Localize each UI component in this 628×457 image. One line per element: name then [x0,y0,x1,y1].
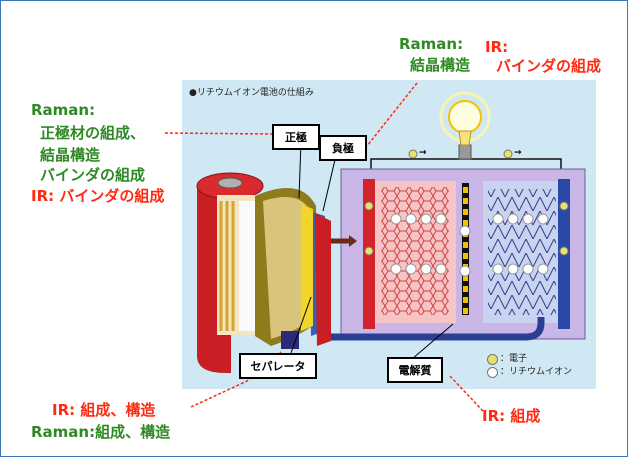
light-bulb-icon [439,91,491,146]
electrolyte-label: 電解質 [387,357,443,383]
left-raman-line1: 正極材の組成、 [40,124,146,142]
legend: ：電子 ：リチウムイオン [487,353,572,379]
pointer-negative [322,150,338,212]
electron-flow-right: e → [514,148,522,158]
top-raman-title: Raman: [399,35,464,53]
separator-label: セパレータ [239,353,317,379]
positive-electrode-label: 正極 [272,124,320,150]
cylindrical-battery [196,172,331,373]
left-raman-title: Raman: [31,101,96,119]
separator-membrane [462,183,469,315]
pointer-positive [298,140,302,199]
legend-electron: ：電子 [487,353,572,366]
lithium-ions [390,213,549,277]
electron-markers [364,201,569,256]
pointer-electrolyte [411,323,454,360]
bottom-raman-text: Raman:組成、構造 [31,423,171,441]
left-raman-line2: 結晶構造 [40,146,101,164]
electrolyte-ir-text: IR: 組成 [482,407,541,425]
leader-electrolyte [448,374,484,412]
top-ir-text: バインダの組成 [496,57,602,75]
left-ir-text: IR: バインダの組成 [31,187,165,205]
leader-top [366,82,418,147]
legend-ion: ：リチウムイオン [487,366,572,379]
electron-flow-left: e → [419,148,427,158]
negative-electrode-label: 負極 [319,135,367,161]
top-raman-text: 結晶構造 [410,56,471,74]
top-ir-title: IR: [485,38,509,56]
electron-icon [487,354,498,365]
pointer-separator [290,296,312,354]
return-conduit [331,317,545,341]
bottom-ir-text: IR: 組成、構造 [52,401,156,419]
left-raman-line3: バインダの組成 [40,166,146,184]
lithium-ion-icon [487,367,498,378]
leader-left [164,132,273,135]
panel-title: ●リチウムイオン電池の仕組み [189,88,314,98]
